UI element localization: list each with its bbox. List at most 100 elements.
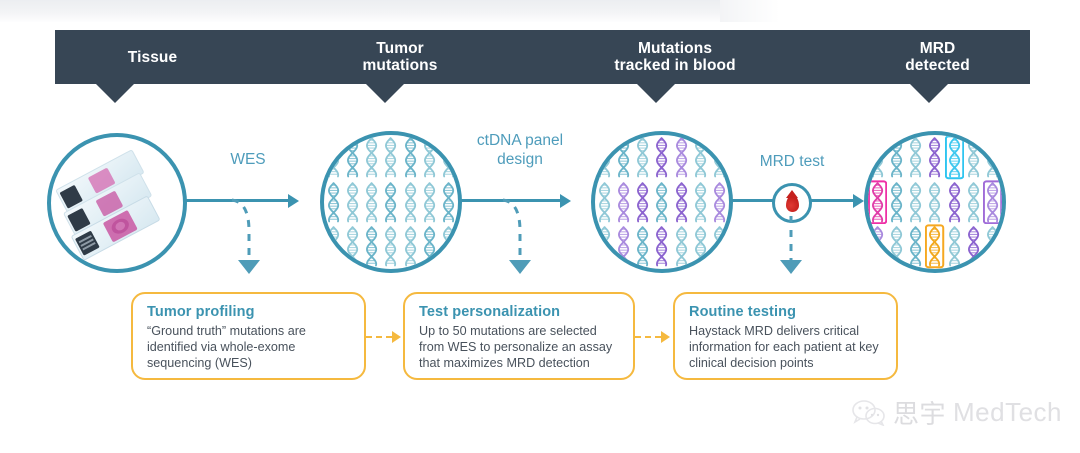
dna-helix-icon <box>694 181 706 223</box>
dna-helix-icon <box>891 226 903 267</box>
dna-helix-icon <box>637 181 649 223</box>
vertical-connector-2 <box>502 198 522 263</box>
dna-helix-icon <box>442 181 454 223</box>
tissue-slides-icon <box>56 150 160 260</box>
callout-connector-2 <box>635 336 661 338</box>
dna-helix-icon <box>694 137 706 178</box>
dna-helix-icon <box>868 180 888 224</box>
dna-helix-icon <box>694 226 706 267</box>
dna-helix-icon <box>656 226 668 267</box>
dna-helix-icon <box>986 226 998 267</box>
flow-label-line: design <box>497 151 543 168</box>
dna-helix-icon <box>328 226 340 267</box>
stage-circle-tumor-mutations <box>320 131 462 273</box>
dna-helix-icon <box>986 137 998 178</box>
dna-helix-icon <box>599 226 611 267</box>
dna-helix-icon <box>618 226 630 267</box>
callout-test-personalization[interactable]: Test personalization Up to 50 mutations … <box>403 292 635 380</box>
stage-header-bar: Tissue Tumor mutations Mutations tracked… <box>55 30 1030 84</box>
dna-helix-icon <box>891 137 903 178</box>
flow-arrow-3 <box>853 194 864 208</box>
header-label-line: MRD <box>919 40 956 57</box>
dna-helix-icon <box>366 137 378 178</box>
header-notch-mrd <box>910 84 948 103</box>
wechat-icon <box>852 399 885 426</box>
flow-arrow-1 <box>288 194 299 208</box>
callout-title: Tumor profiling <box>147 304 255 320</box>
dna-helix-icon <box>925 224 945 269</box>
dna-helix-icon <box>637 137 649 178</box>
dna-helix-icon <box>967 181 979 223</box>
dna-helix-icon <box>366 181 378 223</box>
dna-helix-icon <box>599 181 611 223</box>
header-label-line: tracked in blood <box>614 57 736 74</box>
dna-helix-icon <box>347 137 359 178</box>
dna-helix-icon <box>910 181 922 223</box>
dna-helix-icon <box>872 226 884 267</box>
flow-line-3a <box>720 199 775 202</box>
dna-helix-icon <box>366 226 378 267</box>
dna-helix-icon <box>675 226 687 267</box>
dna-helix-icon <box>328 137 340 178</box>
dna-helix-icon <box>675 181 687 223</box>
dna-helix-icon <box>891 181 903 223</box>
dna-helix-icon <box>656 137 668 178</box>
vertical-connector-1-arrow <box>238 260 260 274</box>
callout-body: Haystack MRD delivers critical informati… <box>689 324 879 371</box>
dna-helix-icon <box>328 181 340 223</box>
dna-helix-icon <box>423 137 435 178</box>
flow-arrow-2 <box>560 194 571 208</box>
callout-connector-2-arrow <box>661 331 670 343</box>
watermark-cn-text: 思宇 <box>892 400 946 430</box>
flow-label-mrd-test: MRD test <box>733 152 851 171</box>
header-column-tumor-mutations: Tumor mutations <box>275 30 525 84</box>
flow-label-line: MRD test <box>759 153 825 170</box>
header-label-line: detected <box>905 57 970 74</box>
flow-label-line: WES <box>230 151 266 168</box>
header-column-mrd-detected: MRD detected <box>845 30 1030 84</box>
dna-grid-mutated-icon <box>595 135 729 269</box>
header-label-line: Tissue <box>127 48 178 66</box>
dna-helix-icon <box>713 181 725 223</box>
dna-helix-icon <box>637 226 649 267</box>
dna-helix-icon <box>618 137 630 178</box>
callout-title: Test personalization <box>419 304 561 320</box>
header-column-tissue: Tissue <box>55 30 250 84</box>
callout-connector-1 <box>366 336 392 338</box>
blood-drop-icon <box>772 183 812 223</box>
dna-helix-icon <box>929 137 941 178</box>
dna-helix-icon <box>944 135 964 180</box>
flow-label-ctdna-panel-design: ctDNA panel design <box>450 131 590 169</box>
vertical-connector-3 <box>789 216 793 264</box>
watermark: 思宇 MedTech <box>852 394 1062 431</box>
dna-helix-icon <box>423 226 435 267</box>
callout-routine-testing[interactable]: Routine testing Haystack MRD delivers cr… <box>673 292 898 380</box>
stage-circle-mutations-in-blood <box>591 131 733 273</box>
dna-helix-icon <box>347 181 359 223</box>
dna-helix-icon <box>948 181 960 223</box>
header-column-mutations-tracked-in-blood: Mutations tracked in blood <box>530 30 820 84</box>
dna-helix-icon <box>948 226 960 267</box>
dna-helix-icon <box>929 181 941 223</box>
stage-circle-tissue-slides <box>47 133 187 273</box>
dna-helix-icon <box>713 137 725 178</box>
dna-helix-icon <box>656 181 668 223</box>
callout-body: “Ground truth” mutations are identified … <box>147 324 306 371</box>
callout-tumor-profiling[interactable]: Tumor profiling “Ground truth” mutations… <box>131 292 366 380</box>
dna-helix-icon <box>442 226 454 267</box>
header-notch-tissue <box>96 84 134 103</box>
dna-helix-icon <box>967 137 979 178</box>
dna-helix-icon <box>404 181 416 223</box>
dna-helix-icon <box>385 226 397 267</box>
header-label-line: Tumor <box>376 40 424 57</box>
dna-helix-icon <box>442 137 454 178</box>
dna-helix-icon <box>910 137 922 178</box>
dna-helix-icon <box>967 226 979 267</box>
watermark-en-text: MedTech <box>953 397 1062 427</box>
flow-line-3b <box>810 199 855 202</box>
callout-connector-1-arrow <box>392 331 401 343</box>
flow-label-wes: WES <box>198 150 298 169</box>
dna-grid-icon <box>324 135 458 269</box>
header-notch-blood <box>637 84 675 103</box>
